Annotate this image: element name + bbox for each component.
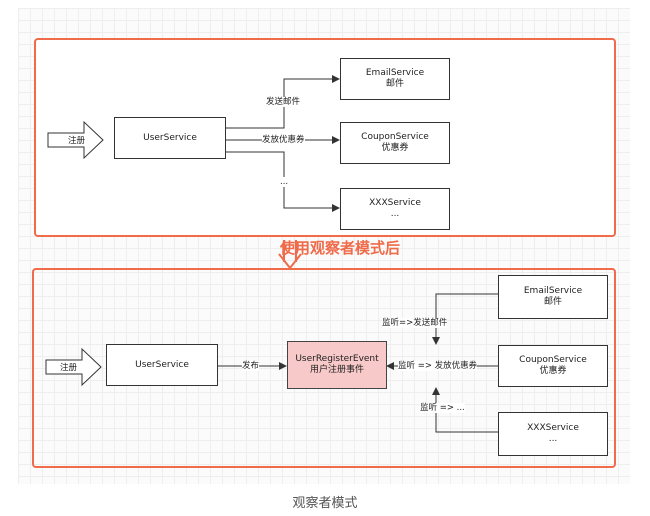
xxx-service-node: XXXService ... [340, 188, 450, 230]
email-service2-label: EmailService [523, 286, 583, 296]
register-event-label: UserRegisterEvent [295, 354, 379, 364]
email-service-sublabel: 邮件 [385, 79, 404, 89]
figure-caption: 观察者模式 [292, 496, 358, 511]
edge-label-publish: 发布 [242, 361, 260, 371]
user-service2-label: UserService [135, 359, 189, 370]
edge-label-listen-email: 监听=>发送邮件 [382, 318, 448, 328]
user-service-node: UserService [114, 117, 226, 159]
edge-label-send-email: 发送邮件 [266, 97, 301, 107]
register2-label: 注册 [60, 363, 78, 373]
email-service2-node: EmailService 邮件 [498, 275, 608, 319]
coupon-service2-node: CouponService 优惠券 [498, 345, 608, 387]
edge-label-coupon: 发放优惠券 [262, 135, 305, 145]
coupon-service-sublabel: 优惠券 [381, 143, 409, 153]
xxx-service-sublabel: ... [390, 209, 400, 219]
coupon-service2-sublabel: 优惠券 [539, 366, 567, 376]
email-service-node: EmailService 邮件 [340, 58, 450, 100]
edge-label-listen-etc: 监听 => ... [420, 403, 465, 413]
coupon-service2-label: CouponService [519, 355, 587, 365]
register-arrow-shape [47, 120, 104, 160]
email-service2-sublabel: 邮件 [543, 297, 562, 307]
edge-label-listen-coupon: 监听 => 发放优惠券 [398, 361, 478, 371]
xxx-service2-label: XXXService [527, 423, 579, 433]
xxx-service2-sublabel: ... [548, 434, 558, 444]
edge-label-etc: ... [280, 177, 289, 187]
register-event-sublabel: 用户注册事件 [309, 365, 364, 375]
register-label: 注册 [68, 136, 86, 146]
coupon-service-label: CouponService [361, 132, 429, 142]
register2-arrow-shape [45, 347, 102, 387]
email-service-label: EmailService [365, 68, 425, 78]
user-service-label: UserService [143, 132, 197, 143]
user-service2-node: UserService [106, 344, 218, 386]
register-event-node: UserRegisterEvent 用户注册事件 [287, 341, 387, 389]
xxx-service-label: XXXService [369, 198, 421, 208]
transition-label: 使用观察者模式后 [280, 239, 401, 257]
coupon-service-node: CouponService 优惠券 [340, 122, 450, 164]
after-panel [32, 268, 616, 468]
xxx-service2-node: XXXService ... [498, 412, 608, 456]
